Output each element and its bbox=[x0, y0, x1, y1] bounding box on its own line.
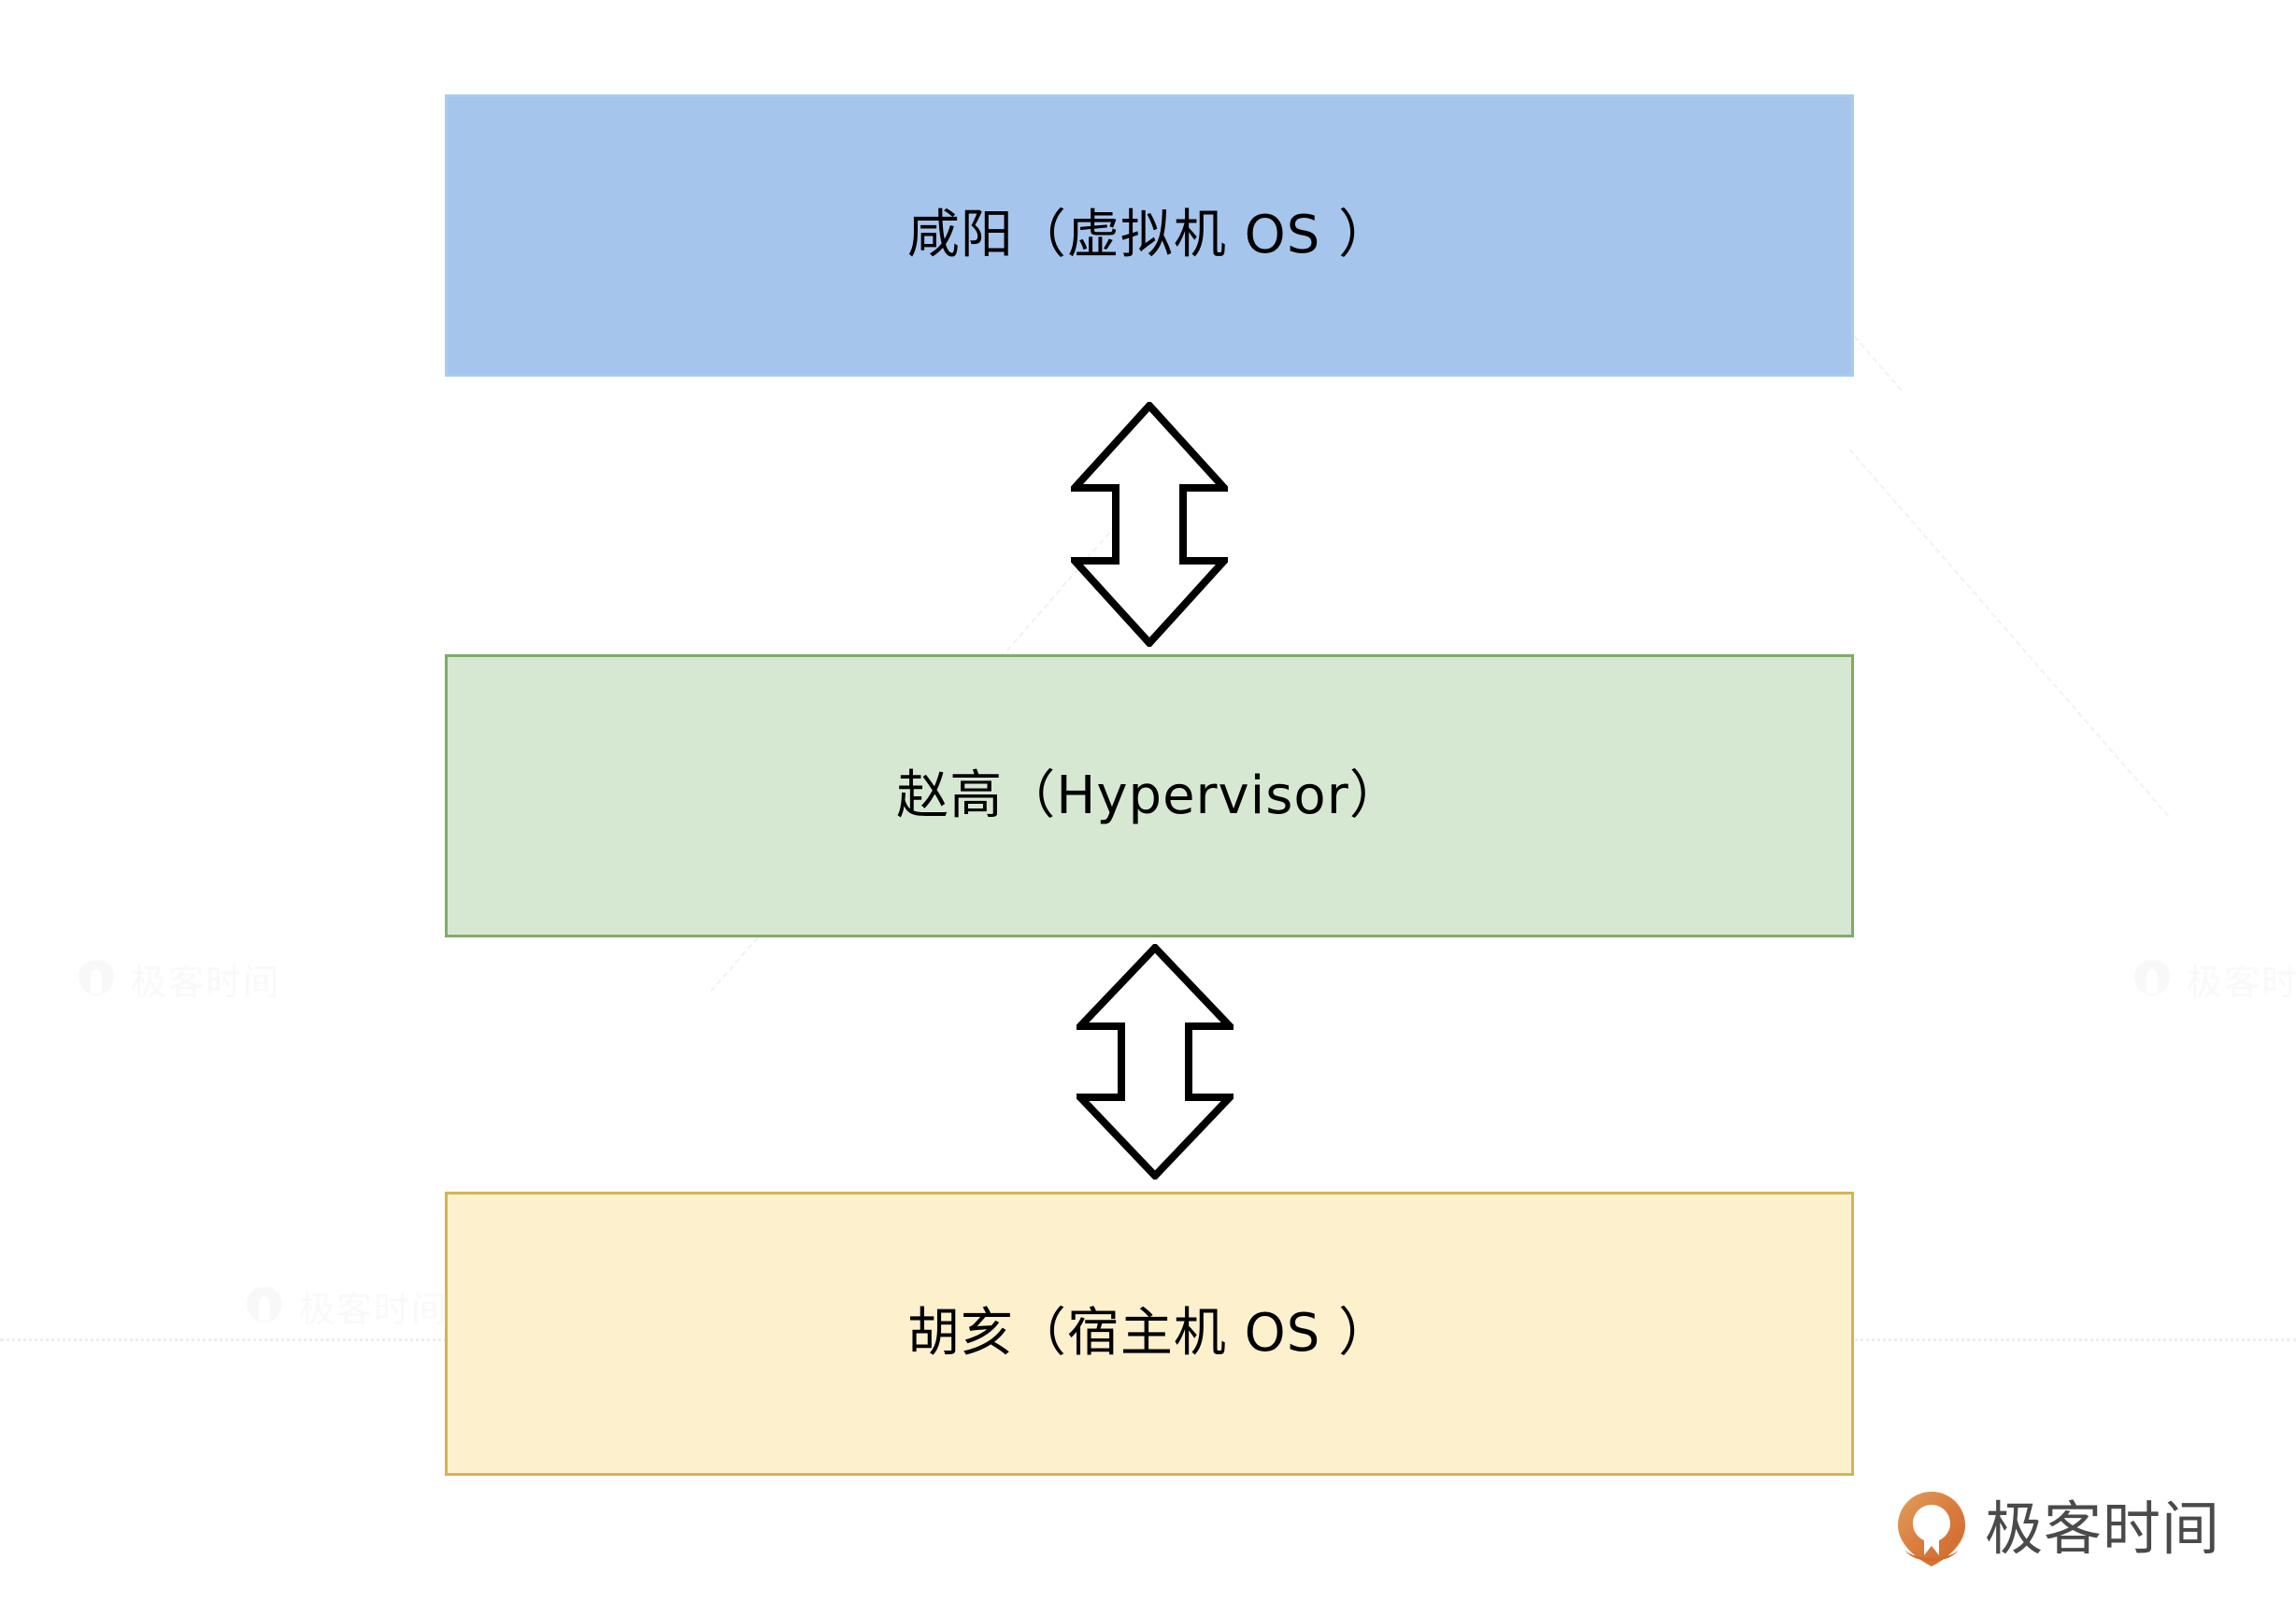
layer-label-vm: 咸阳（虚拟机 OS ） bbox=[906, 205, 1392, 266]
watermark-text: 极客时间 bbox=[131, 962, 281, 1003]
layer-box-vm[interactable]: 咸阳（虚拟机 OS ） bbox=[445, 94, 1854, 377]
double-headed-vertical-arrow-icon bbox=[1071, 942, 1239, 1181]
brand-logo-text: 极客时间 bbox=[1985, 1494, 2221, 1563]
geektime-pin-icon bbox=[1898, 1492, 1965, 1566]
background-diagonal-line bbox=[1848, 449, 2170, 817]
connector-hypervisor-to-host bbox=[1071, 942, 1239, 1181]
watermark-text: 极客时间 bbox=[299, 1289, 449, 1330]
layer-label-hypervisor: 赵高（Hypervisor） bbox=[896, 765, 1403, 826]
watermark: 极客时间 bbox=[75, 953, 280, 1005]
double-headed-vertical-arrow-icon bbox=[1065, 400, 1234, 649]
geektime-pin-icon bbox=[75, 958, 118, 1001]
connector-vm-to-hypervisor bbox=[1065, 400, 1234, 649]
layer-box-hypervisor[interactable]: 赵高（Hypervisor） bbox=[445, 654, 1854, 937]
brand-logo: 极客时间 bbox=[1895, 1490, 2220, 1568]
watermark: 极客时间 bbox=[243, 1280, 449, 1332]
layer-label-host: 胡亥（宿主机 OS ） bbox=[906, 1303, 1392, 1365]
watermark-text: 极客时间 bbox=[2187, 962, 2296, 1003]
geektime-pin-icon bbox=[243, 1285, 286, 1328]
watermark: 极客时间 bbox=[2131, 953, 2296, 1005]
geektime-pin-icon bbox=[2131, 958, 2174, 1001]
layer-box-host[interactable]: 胡亥（宿主机 OS ） bbox=[445, 1192, 1854, 1476]
